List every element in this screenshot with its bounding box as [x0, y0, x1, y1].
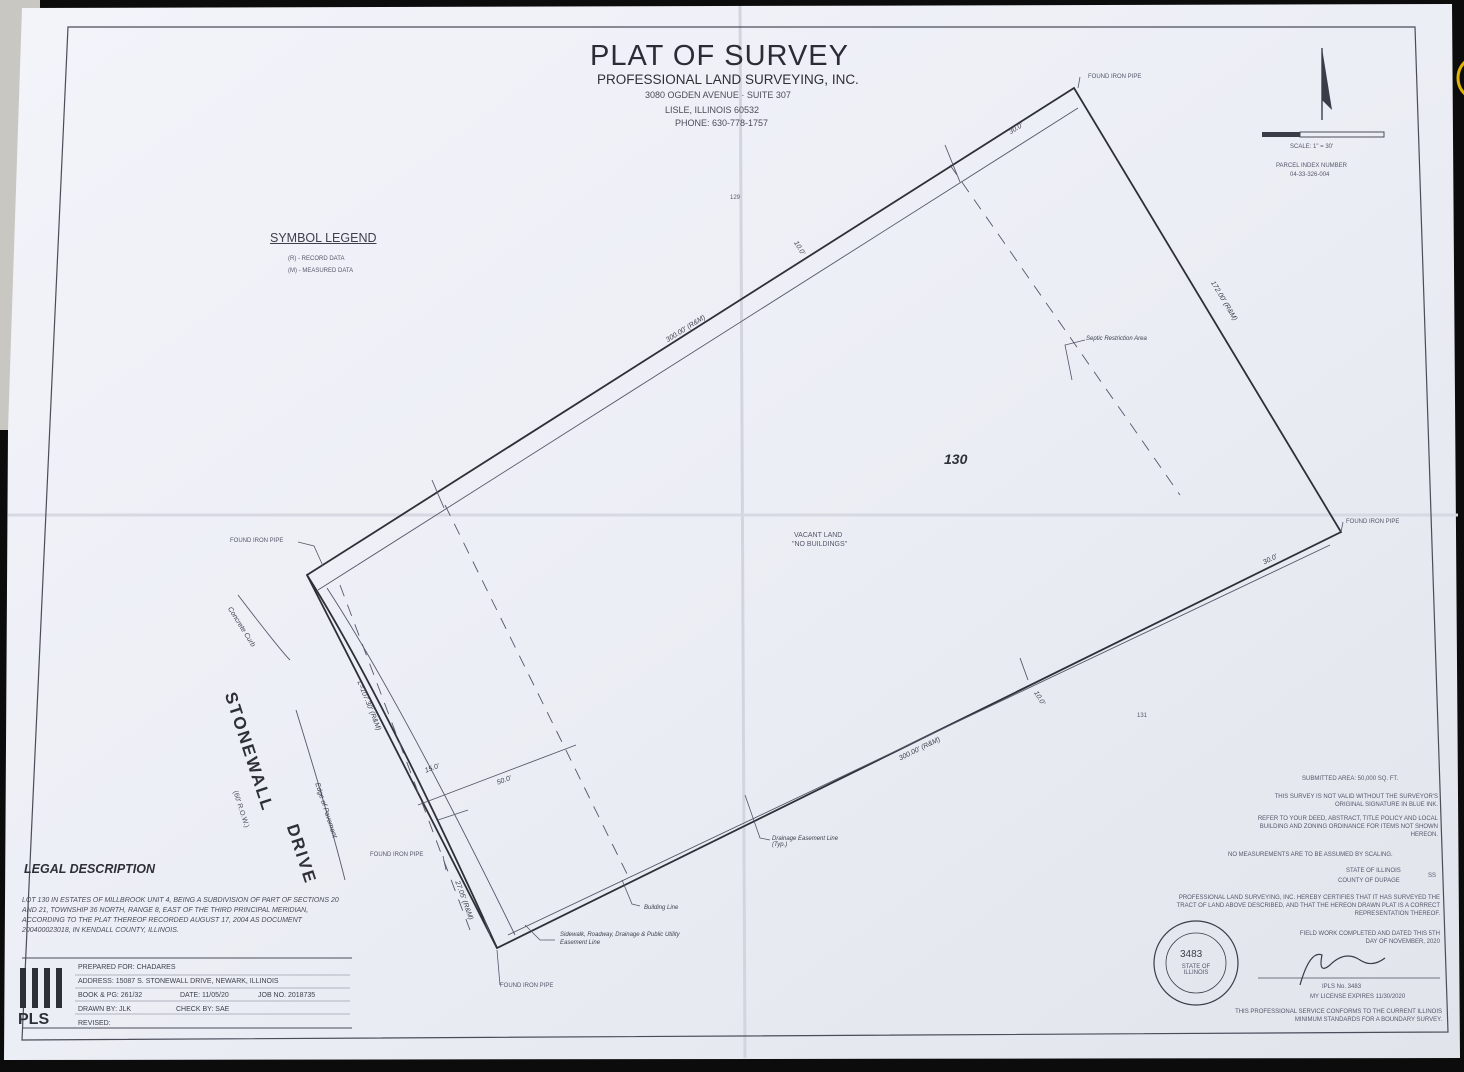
pin-label: PARCEL INDEX NUMBER — [1276, 163, 1348, 169]
signature — [1299, 953, 1386, 986]
fip-e-label: FOUND IRON PIPE — [1346, 519, 1400, 525]
legal-body: LOT 130 IN ESTATES OF MILLBROOK UNIT 4, … — [22, 897, 339, 935]
tick-4 — [483, 917, 491, 936]
leader-fip-s — [496, 949, 501, 986]
fip-sw-label: FOUND IRON PIPE — [370, 852, 424, 858]
lot-arc — [306, 574, 498, 949]
tick-3 — [1019, 657, 1029, 681]
lot-number: 130 — [944, 451, 968, 467]
curb-line — [237, 594, 291, 661]
seal-outer — [1153, 920, 1239, 1006]
drainage-label: Drainage Easement Line (Typ.) — [772, 836, 839, 848]
tb-prepared-for: PREPARED FOR: CHADARES — [78, 964, 176, 971]
pin-value: 04-33-326-004 — [1290, 172, 1330, 178]
seal-number: 3483 — [1180, 949, 1203, 960]
company-phone: PHONE: 630-778-1757 — [675, 118, 769, 128]
tick-2 — [431, 479, 445, 509]
septic-label: Septic Restriction Area — [1086, 336, 1147, 342]
vacant-land-label: VACANT LAND — [794, 532, 843, 539]
cert-state: STATE OF ILLINOIS — [1346, 868, 1401, 874]
building-line-label: Building Line — [644, 905, 679, 911]
no-buildings-label: "NO BUILDINGS" — [792, 541, 848, 548]
leader-fip-sw — [442, 855, 447, 871]
setback-1 — [417, 744, 577, 806]
cert-license: IPLS No. 3483 — [1322, 984, 1362, 990]
cert-county: COUNTY OF DUPAGE — [1338, 878, 1400, 884]
fip-s-label: FOUND IRON PIPE — [500, 983, 554, 989]
legend-item-record: (R) - RECORD DATA — [288, 256, 345, 262]
cert-ss: SS — [1428, 873, 1437, 879]
pavement-line — [295, 709, 346, 881]
legal-heading: LEGAL DESCRIPTION — [24, 862, 156, 876]
company-address-2: LISLE, ILLINOIS 60532 — [665, 105, 760, 115]
cert-conform: THIS PROFESSIONAL SERVICE CONFORMS TO TH… — [1235, 1009, 1442, 1024]
cert-field: FIELD WORK COMPLETED AND DATED THIS 5TH … — [1299, 931, 1440, 946]
leader-sidewalk — [524, 924, 555, 941]
seal-state: STATE OF ILLINOIS — [1181, 964, 1211, 976]
tb-drawn: DRAWN BY: JLK — [78, 1006, 132, 1013]
road-easement — [326, 587, 516, 936]
south-easement — [507, 544, 1331, 936]
lot-131-label: 131 — [1137, 713, 1148, 719]
cert-certify: PROFESSIONAL LAND SURVEYING, INC. HEREBY… — [1176, 895, 1440, 918]
company-address-1: 3080 OGDEN AVENUE · SUITE 307 — [645, 90, 791, 100]
paper-sheet — [4, 4, 1460, 1060]
lot-129-label: 129 — [730, 195, 741, 201]
leader-fip-nw — [297, 541, 324, 567]
north-arrow-head — [1322, 48, 1332, 110]
yellow-dot — [1456, 60, 1464, 96]
building-line-a — [444, 504, 631, 881]
pls-logo: PLS — [18, 1011, 50, 1028]
setback-2 — [437, 809, 469, 821]
cert-note-2: REFER TO YOUR DEED, ABSTRACT, TITLE POLI… — [1257, 816, 1438, 839]
scale-label: SCALE: 1" = 30' — [1290, 144, 1334, 150]
tb-revised: REVISED: — [78, 1020, 111, 1027]
cert-expires: MY LICENSE EXPIRES 11/30/2020 — [1310, 994, 1406, 1000]
septic-line — [949, 164, 1181, 496]
tb-address: ADDRESS: 15087 S. STONEWALL DRIVE, NEWAR… — [78, 978, 279, 985]
fold-vertical — [738, 5, 747, 1059]
fip-ne-label: FOUND IRON PIPE — [1088, 74, 1142, 80]
leader-septic — [1064, 339, 1086, 381]
seal-inner — [1165, 932, 1227, 994]
leader-fip-ne — [1077, 76, 1081, 89]
tick-1 — [944, 144, 961, 183]
legend-title: SYMBOL LEGEND — [270, 231, 377, 245]
cert-note-3: NO MEASUREMENTS ARE TO BE ASSUMED BY SCA… — [1228, 852, 1393, 858]
tb-job: JOB NO. 2018735 — [258, 992, 316, 999]
tb-checked: CHECK BY: SAE — [176, 1006, 230, 1013]
leader-drainage — [744, 794, 771, 841]
leader-building — [621, 879, 641, 907]
company-name: PROFESSIONAL LAND SURVEYING, INC. — [597, 72, 859, 87]
tb-date: DATE: 11/05/20 — [180, 992, 229, 999]
pls-logo-bars — [20, 968, 62, 1008]
north-easement — [317, 107, 1079, 591]
cert-area: SUBMITTED AREA: 50,000 SQ. FT. — [1302, 776, 1399, 782]
leader-fip-e — [1340, 521, 1344, 533]
sidewalk-label: Sidewalk, Roadway, Drainage & Public Uti… — [560, 932, 680, 946]
fip-nw-label: FOUND IRON PIPE — [230, 538, 284, 544]
scale-bar-light — [1299, 131, 1385, 138]
cert-note-1: THIS SURVEY IS NOT VALID WITHOUT THE SUR… — [1274, 794, 1438, 809]
legend-item-measured: (M) - MEASURED DATA — [288, 268, 354, 274]
scale-bar-dark — [1262, 132, 1300, 137]
sheet-border — [21, 26, 1449, 1041]
tb-book: BOOK & PG: 261/32 — [78, 992, 143, 999]
page-title: PLAT OF SURVEY — [590, 40, 849, 72]
